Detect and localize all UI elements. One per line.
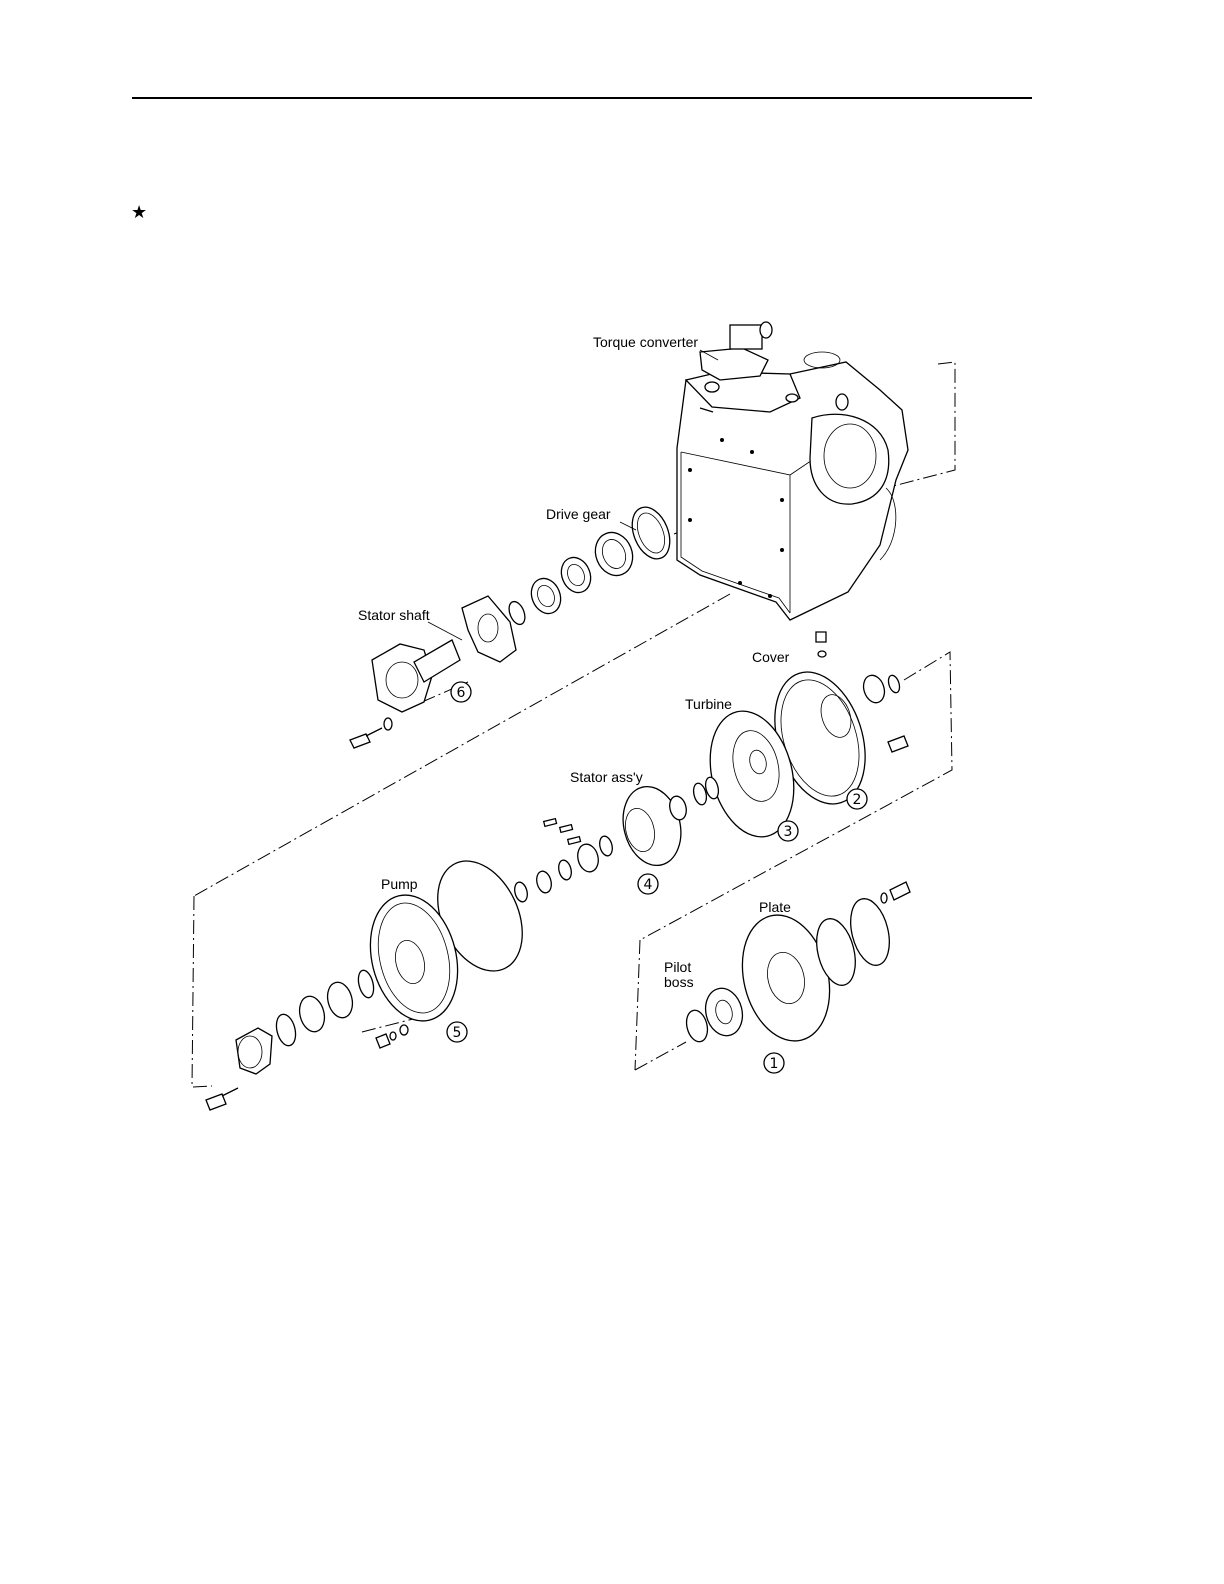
label-plate: Plate — [759, 899, 791, 915]
label-drive-gear: Drive gear — [546, 506, 611, 522]
callout-2: 2 — [847, 789, 867, 809]
label-cover: Cover — [752, 649, 790, 665]
callout-5: 5 — [447, 1022, 467, 1042]
svg-text:4: 4 — [644, 877, 653, 893]
label-turbine: Turbine — [685, 696, 732, 712]
callout-6: 6 — [451, 682, 471, 702]
leader-lines — [428, 350, 718, 640]
label-pilot-boss-line1: Pilot — [664, 959, 691, 975]
callout-3: 3 — [778, 821, 798, 841]
label-stator-assy: Stator ass'y — [570, 769, 643, 785]
pump-assembly — [206, 847, 539, 1110]
svg-text:6: 6 — [457, 685, 466, 701]
label-pump: Pump — [381, 876, 418, 892]
callout-4: 4 — [638, 874, 658, 894]
label-torque-converter: Torque converter — [593, 334, 698, 350]
svg-text:5: 5 — [453, 1025, 462, 1041]
plate-assembly — [683, 882, 910, 1050]
callout-1: 1 — [764, 1053, 784, 1073]
svg-text:2: 2 — [853, 792, 862, 808]
torque-converter-housing — [677, 322, 908, 620]
label-pilot-boss-line2: boss — [664, 974, 694, 990]
stator-assy — [513, 780, 689, 903]
svg-text:1: 1 — [770, 1056, 779, 1072]
svg-text:3: 3 — [784, 824, 793, 840]
label-stator-shaft: Stator shaft — [358, 607, 430, 623]
